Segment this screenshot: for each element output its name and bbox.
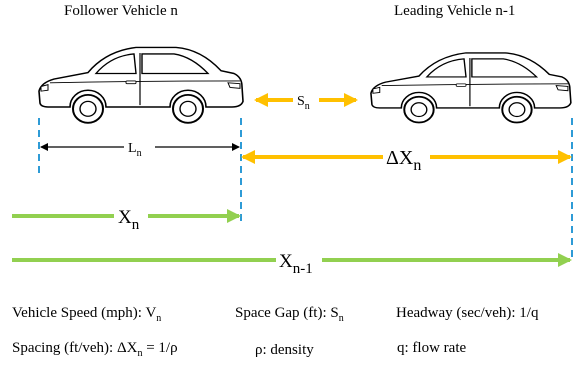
- legend-flow-rate: q: flow rate: [397, 340, 467, 356]
- position-leader-label: Xn-1: [279, 251, 313, 277]
- leading-vehicle-title: Leading Vehicle n-1: [394, 3, 516, 19]
- space-gap-label: Sn: [297, 94, 310, 112]
- follower-vehicle-title: Follower Vehicle n: [64, 3, 178, 19]
- legend-space-gap: Space Gap (ft): Sn: [235, 305, 344, 324]
- follower-car-icon: [38, 46, 244, 124]
- legend-density: ρ: density: [255, 342, 314, 358]
- leader-car-icon: [369, 51, 572, 124]
- spacing-label: ΔXn: [386, 147, 421, 174]
- legend-spacing: Spacing (ft/veh): ΔXn = 1/ρ: [12, 340, 178, 359]
- position-follower-label: Xn: [118, 207, 140, 233]
- legend-speed: Vehicle Speed (mph): Vn: [12, 305, 162, 324]
- legend-headway: Headway (sec/veh): 1/q: [396, 305, 539, 321]
- length-label: Ln: [128, 141, 142, 159]
